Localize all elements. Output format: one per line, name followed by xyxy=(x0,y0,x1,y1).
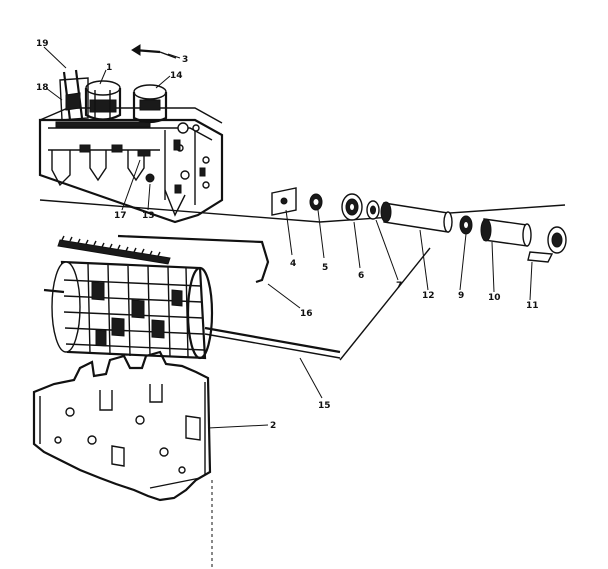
shaft-parts xyxy=(271,187,567,263)
label-part-13: 13 xyxy=(142,211,155,221)
label-part-14: 14 xyxy=(170,71,183,81)
label-part-17: 17 xyxy=(114,211,127,221)
arrow-part-3 xyxy=(131,44,177,59)
label-part-12: 12 xyxy=(422,291,435,301)
rod-part-16 xyxy=(117,234,270,284)
label-part-10: 10 xyxy=(488,293,501,303)
label-part-7: 7 xyxy=(396,281,402,291)
base-plate-part-2 xyxy=(32,350,213,569)
label-part-9: 9 xyxy=(458,291,464,301)
motor-cup-part-1 xyxy=(84,80,122,121)
cam-drum xyxy=(43,235,341,360)
bracket-parts-18-19 xyxy=(59,69,89,121)
upper-frame-assembly xyxy=(38,107,224,224)
label-part-2: 2 xyxy=(270,421,276,431)
label-part-16: 16 xyxy=(300,309,313,319)
label-part-1: 1 xyxy=(106,63,112,73)
label-part-3: 3 xyxy=(182,55,188,65)
label-part-5: 5 xyxy=(322,263,328,273)
leader-lines xyxy=(43,46,533,429)
label-part-6: 6 xyxy=(358,271,364,281)
label-part-11: 11 xyxy=(526,301,539,311)
part-number-labels: 19 18 1 14 3 17 13 4 5 6 7 12 9 10 11 16… xyxy=(36,39,539,431)
label-part-15: 15 xyxy=(318,401,331,411)
motor-cup-part-14 xyxy=(132,84,168,124)
label-part-4: 4 xyxy=(290,259,296,269)
alignment-line-lower xyxy=(339,247,431,361)
label-part-18: 18 xyxy=(36,83,49,93)
label-part-19: 19 xyxy=(36,39,49,49)
